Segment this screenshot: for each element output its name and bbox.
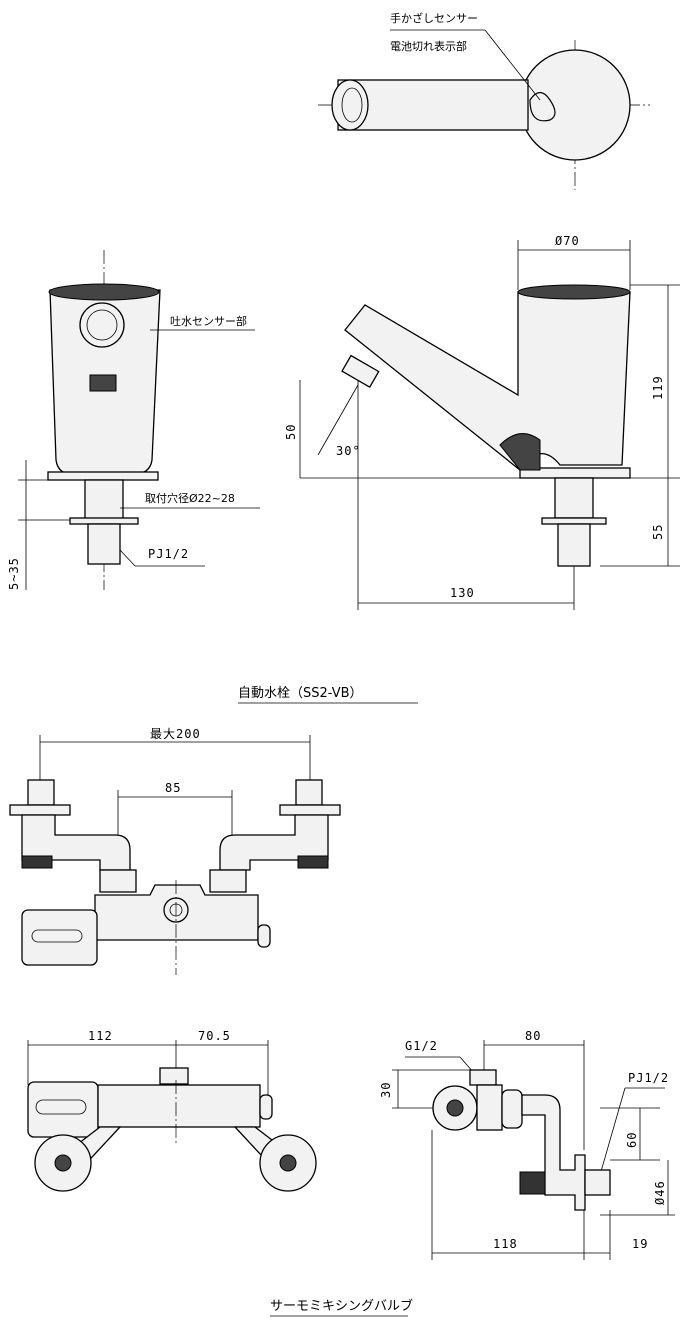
dim-body-height: 119 bbox=[651, 375, 665, 400]
dim-max-width: 最大200 bbox=[150, 727, 201, 741]
dim-left-length: 112 bbox=[88, 1029, 113, 1043]
label-battery-indicator: 電池切れ表示部 bbox=[390, 39, 467, 53]
dim-counter-thickness: 5~35 bbox=[7, 557, 21, 590]
dim-shank-length: 55 bbox=[651, 524, 665, 540]
faucet-side-view bbox=[299, 240, 680, 610]
valve-rear-view bbox=[27, 1040, 317, 1192]
dim-right-length: 70.5 bbox=[198, 1029, 231, 1043]
dim-flange-offset: 19 bbox=[632, 1237, 648, 1251]
dim-body-diameter: Ø70 bbox=[555, 234, 580, 248]
dim-side-top: 30 bbox=[379, 1082, 393, 1098]
label-valve-pipe-thread: PJ1/2 bbox=[628, 1071, 669, 1085]
faucet-caption: 自動水栓（SS2-VB） bbox=[238, 686, 363, 701]
dim-side-depth: 80 bbox=[525, 1029, 541, 1043]
label-mount-hole: 取付穴径Ø22~28 bbox=[145, 491, 235, 505]
faucet-top-view bbox=[318, 29, 650, 190]
dim-side-drop: 60 bbox=[625, 1132, 639, 1148]
dim-flange-diameter: Ø46 bbox=[653, 1180, 667, 1205]
valve-caption: サーモミキシングバルブ bbox=[270, 1298, 413, 1314]
faucet-front-view bbox=[18, 250, 260, 590]
valve-side-view bbox=[392, 1040, 675, 1260]
dim-spout-height: 50 bbox=[284, 424, 298, 440]
dim-spout-angle: 30° bbox=[336, 444, 361, 458]
label-pipe-thread: PJ1/2 bbox=[148, 547, 189, 561]
valve-front-view bbox=[9, 735, 341, 975]
label-inlet-thread: G1/2 bbox=[405, 1039, 438, 1053]
dim-reach: 130 bbox=[450, 586, 475, 600]
dim-inlet-spacing: 85 bbox=[165, 781, 181, 795]
label-hand-sensor: 手かざしセンサー bbox=[390, 11, 478, 25]
label-spout-sensor: 吐水センサー部 bbox=[170, 314, 247, 328]
dim-side-total: 118 bbox=[493, 1237, 518, 1251]
